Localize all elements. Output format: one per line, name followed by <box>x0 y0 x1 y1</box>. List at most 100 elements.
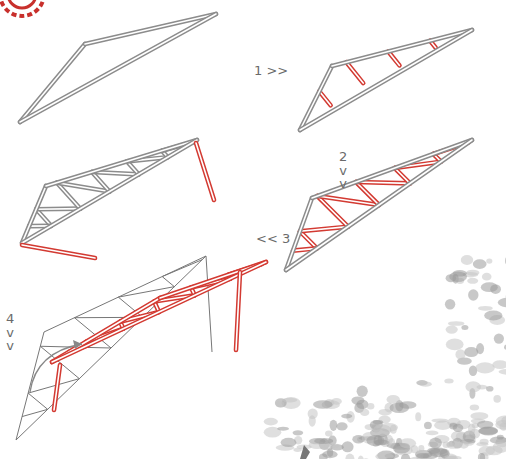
foliage <box>447 443 455 447</box>
foliage <box>383 458 399 459</box>
foliage <box>415 412 421 421</box>
step-label: 1 >> <box>254 64 288 78</box>
truss-member <box>332 30 472 66</box>
foliage <box>486 386 493 392</box>
foliage <box>313 400 333 408</box>
truss-member <box>36 209 51 226</box>
truss-member <box>286 140 472 270</box>
foliage <box>330 420 338 431</box>
foliage <box>419 382 431 387</box>
truss-member <box>388 52 399 66</box>
foliage <box>416 453 429 459</box>
foliage <box>484 311 502 321</box>
truss-member <box>319 91 330 105</box>
foliage <box>498 298 506 307</box>
truss-member <box>395 168 410 183</box>
truss-member <box>395 168 410 183</box>
truss-member <box>20 44 85 122</box>
foliage <box>293 430 304 435</box>
foliage <box>399 438 416 448</box>
foliage <box>444 379 453 384</box>
truss-member <box>300 231 317 248</box>
truss-member <box>196 143 214 200</box>
foliage <box>478 453 485 459</box>
foliage <box>360 409 369 416</box>
step-label: 4 v v <box>6 312 14 353</box>
foliage <box>277 427 289 431</box>
truss-member <box>300 30 472 130</box>
truss-member <box>196 143 214 200</box>
truss-member <box>300 231 317 248</box>
outline-line <box>28 393 48 409</box>
foliage <box>482 273 492 281</box>
step-label: << 3 <box>256 232 290 246</box>
truss-member <box>356 182 379 205</box>
truss-member <box>92 172 139 174</box>
foliage <box>504 344 506 350</box>
foliage <box>431 419 448 423</box>
truss-member <box>54 365 60 410</box>
foliage <box>390 425 397 434</box>
foliage <box>282 398 297 403</box>
truss-member <box>312 140 472 198</box>
foliage <box>429 438 442 449</box>
truss-member <box>36 209 51 226</box>
truss-member <box>332 30 472 66</box>
foliage <box>501 416 506 424</box>
truss-member <box>346 62 363 83</box>
foliage <box>492 360 506 369</box>
foliage <box>461 255 473 265</box>
foliage <box>373 420 383 424</box>
foliage <box>448 321 465 326</box>
truss-member <box>52 262 266 362</box>
foliage <box>357 386 368 397</box>
truss-member <box>312 140 472 198</box>
branch <box>300 445 310 459</box>
truss-member <box>388 52 399 66</box>
foliage <box>455 349 465 359</box>
foliage <box>465 381 481 392</box>
foliage <box>308 409 318 419</box>
foliage <box>327 448 333 457</box>
outline-line <box>206 256 212 352</box>
foliage <box>481 282 498 292</box>
arrow-head <box>73 340 82 349</box>
truss-member <box>46 140 197 186</box>
truss-member <box>356 182 410 183</box>
foliage <box>467 278 478 284</box>
truss-member <box>85 14 216 44</box>
foliage <box>499 369 506 375</box>
foliage <box>478 306 493 311</box>
foliage <box>461 325 468 330</box>
foliage <box>475 362 495 373</box>
step-label: 2 v v <box>339 150 347 191</box>
foliage <box>401 454 410 459</box>
truss-member <box>20 14 216 122</box>
truss-member <box>346 62 363 83</box>
truss-member <box>319 91 330 105</box>
truss-member <box>22 140 197 243</box>
truss-member <box>36 208 80 210</box>
foliage <box>470 405 479 411</box>
truss-member <box>92 172 139 174</box>
foliage <box>486 258 492 263</box>
foliage <box>446 339 464 351</box>
foliage <box>424 422 432 429</box>
foliage <box>445 456 462 459</box>
truss-member <box>46 140 197 186</box>
foliage <box>341 414 352 419</box>
foliage <box>281 438 297 447</box>
truss-member <box>356 182 379 205</box>
truss-member <box>20 14 216 122</box>
logo-ring <box>8 0 36 8</box>
foliage <box>497 435 504 440</box>
foliage <box>358 455 364 459</box>
logo-ring <box>0 0 44 16</box>
foliage <box>345 454 354 459</box>
foliage <box>446 456 458 459</box>
truss-member <box>286 140 472 270</box>
foliage <box>477 421 493 429</box>
truss-member <box>236 272 240 350</box>
foliage <box>446 441 460 449</box>
foliage <box>464 347 478 357</box>
